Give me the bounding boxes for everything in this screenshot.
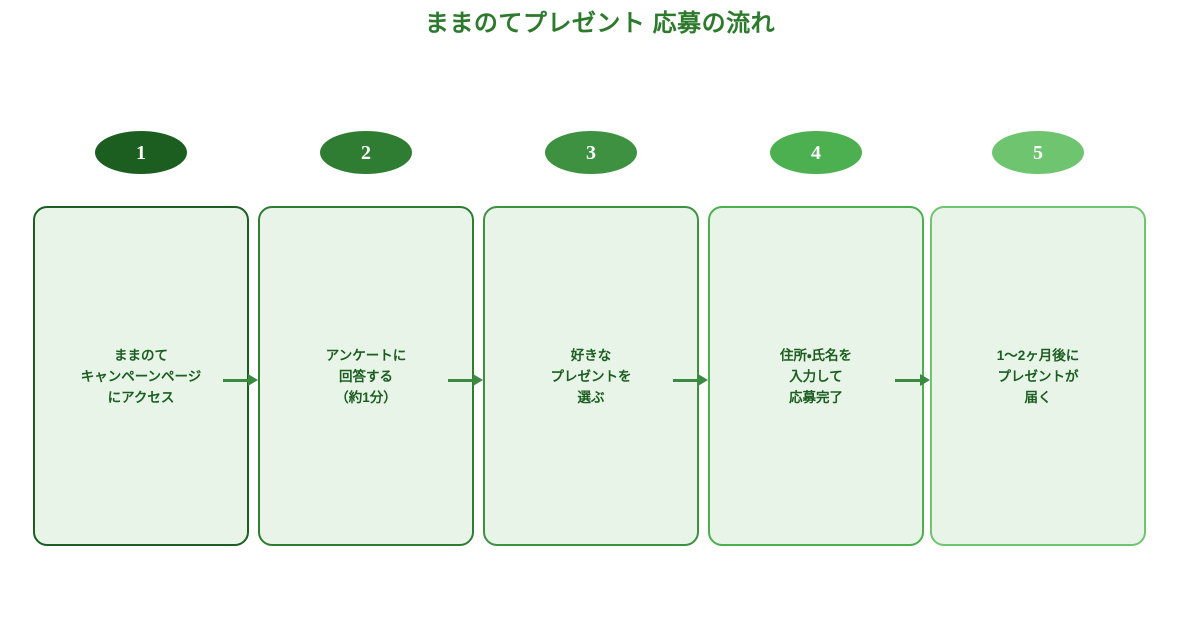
step-number-label-1: 1	[136, 141, 146, 164]
arrow-head	[920, 374, 930, 386]
step-number-badge-5: 5	[992, 131, 1084, 174]
step-card-text-2: アンケートに 回答する （約1分）	[325, 347, 407, 405]
step-number-label-3: 3	[586, 141, 596, 164]
step-card-2[interactable]: アンケートに 回答する （約1分）	[258, 206, 474, 546]
arrow-head	[248, 374, 258, 386]
step-number-label-4: 4	[811, 141, 821, 164]
arrow-head	[698, 374, 708, 386]
flow-step-4: 4 住所・氏名を 入力して 応募完了	[708, 0, 924, 630]
flow-step-3: 3 好きな プレゼントを 選ぶ	[483, 0, 699, 630]
arrow-shaft	[448, 379, 476, 382]
arrow-right-icon-4	[895, 374, 931, 388]
arrow-right-icon-3	[673, 374, 709, 388]
arrow-right-icon-1	[223, 374, 259, 388]
step-number-badge-1: 1	[95, 131, 187, 174]
step-number-badge-3: 3	[545, 131, 637, 174]
arrow-shaft	[673, 379, 701, 382]
step-number-badge-4: 4	[770, 131, 862, 174]
step-card-text-3: 好きな プレゼントを 選ぶ	[550, 347, 632, 405]
step-card-5[interactable]: 1〜2ヶ月後に プレゼントが 届く	[930, 206, 1146, 546]
flow-step-2: 2 アンケートに 回答する （約1分）	[258, 0, 474, 630]
flow-step-1: 1 ままのて キャンペーンページ にアクセス	[33, 0, 249, 630]
arrow-right-icon-2	[448, 374, 484, 388]
step-number-label-5: 5	[1033, 141, 1043, 164]
step-card-text-4: 住所・氏名を 入力して 応募完了	[779, 347, 853, 405]
arrow-shaft	[895, 379, 923, 382]
step-card-text-5: 1〜2ヶ月後に プレゼントが 届く	[996, 347, 1080, 405]
step-card-1[interactable]: ままのて キャンペーンページ にアクセス	[33, 206, 249, 546]
step-card-text-1: ままのて キャンペーンページ にアクセス	[80, 347, 202, 405]
step-number-badge-2: 2	[320, 131, 412, 174]
arrow-head	[473, 374, 483, 386]
arrow-shaft	[223, 379, 251, 382]
step-card-3[interactable]: 好きな プレゼントを 選ぶ	[483, 206, 699, 546]
step-number-label-2: 2	[361, 141, 371, 164]
page-title: ままのてプレゼント 応募の流れ	[424, 10, 776, 37]
step-card-4[interactable]: 住所・氏名を 入力して 応募完了	[708, 206, 924, 546]
flow-step-5: 5 1〜2ヶ月後に プレゼントが 届く	[930, 0, 1146, 630]
